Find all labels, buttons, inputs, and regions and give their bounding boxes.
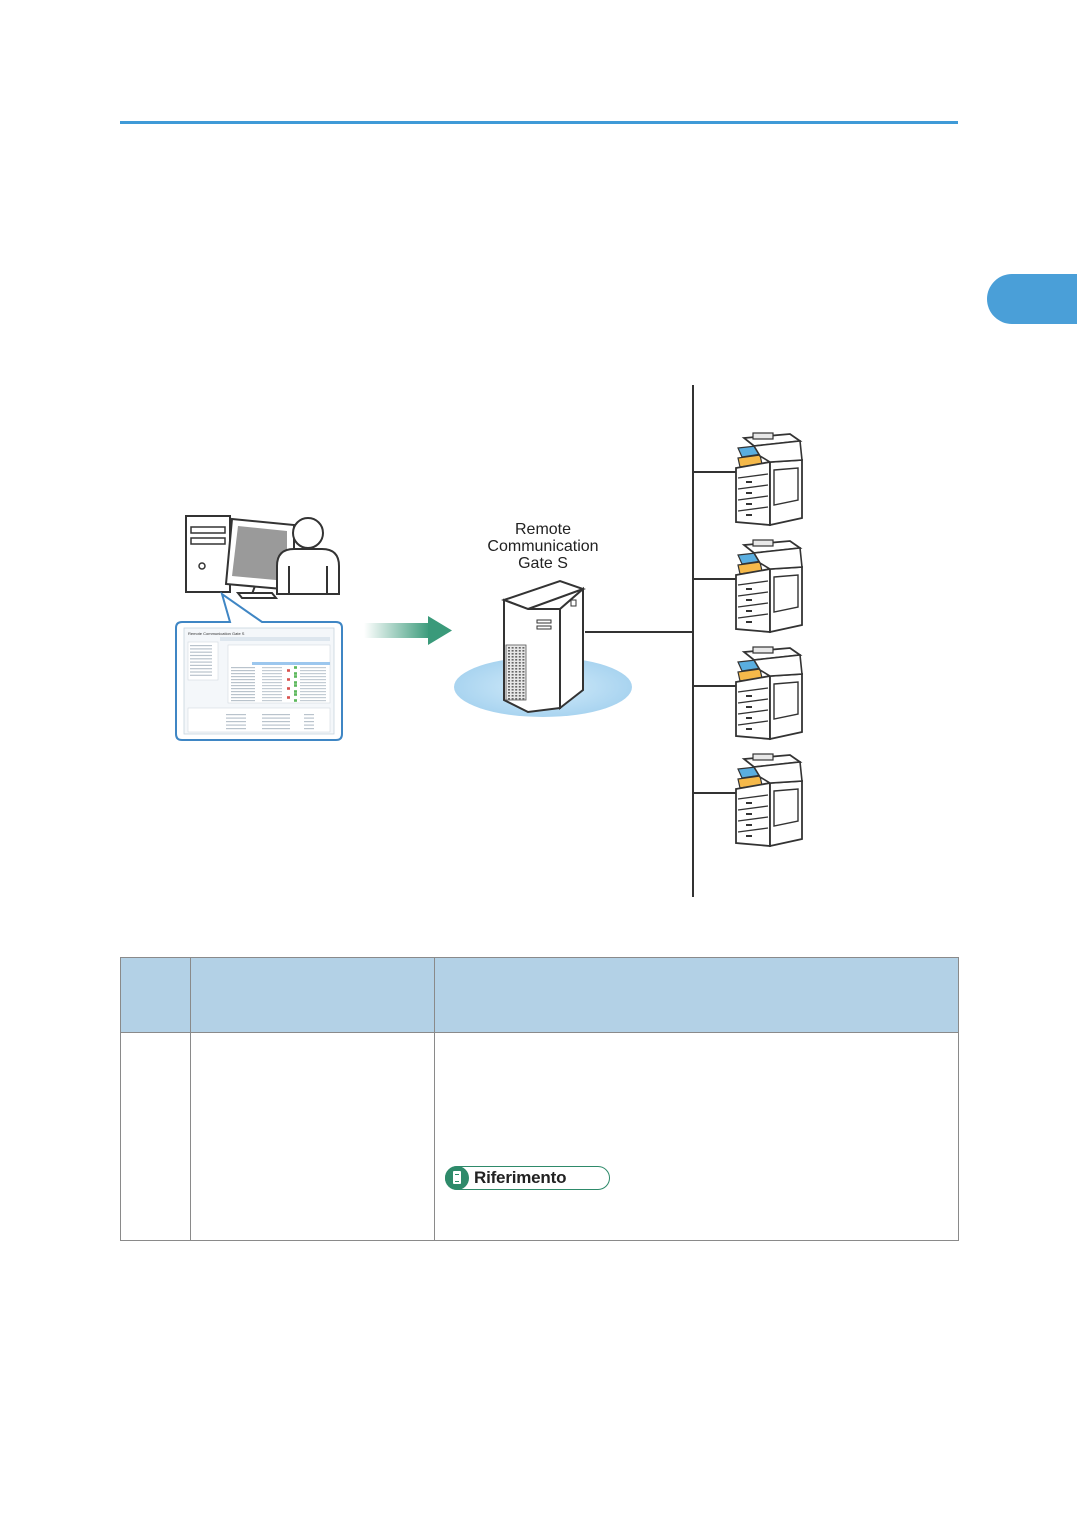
- network-diagram: Remote Communication Gate S: [175, 385, 803, 897]
- server-label-line-2: Communication: [487, 538, 599, 555]
- printer-icon: [693, 646, 803, 741]
- table-cell: [190, 1032, 435, 1241]
- user-icon: [276, 517, 340, 595]
- table-cell: Riferimento: [434, 1032, 959, 1241]
- table-header-cell: [190, 957, 435, 1033]
- server-label: Remote Communication Gate S: [463, 521, 623, 572]
- chapter-tab: [987, 274, 1077, 324]
- printer-group: [693, 432, 803, 848]
- server-icon: [454, 579, 632, 717]
- table-row: Riferimento: [120, 1032, 959, 1241]
- workstation-icon: [185, 515, 231, 593]
- printer-icon: [693, 432, 803, 527]
- table-cell: [120, 1032, 191, 1241]
- table-header-row: [120, 957, 959, 1033]
- table-header-cell: [434, 957, 959, 1033]
- table-header-cell: [120, 957, 191, 1033]
- server-label-line-1: Remote: [514, 521, 572, 538]
- reference-label: Riferimento: [474, 1168, 567, 1187]
- printer-icon: [693, 539, 803, 634]
- printer-icon: [693, 753, 803, 848]
- info-table: Riferimento: [120, 957, 959, 1241]
- flow-arrow: [364, 616, 452, 645]
- screen-callout: Remote Communication Gate S: [175, 591, 343, 741]
- reference-icon: [445, 1166, 469, 1190]
- server-label-line-3: Gate S: [518, 555, 568, 572]
- reference-badge: Riferimento: [445, 1166, 610, 1190]
- screen-title: Remote Communication Gate S: [188, 631, 245, 636]
- top-rule: [120, 121, 958, 124]
